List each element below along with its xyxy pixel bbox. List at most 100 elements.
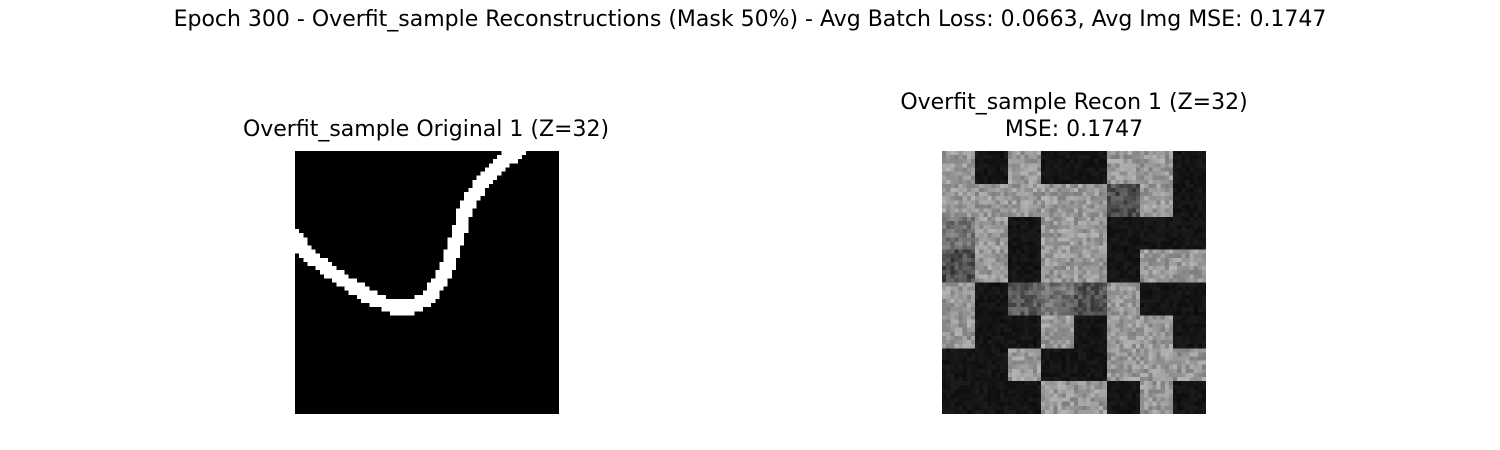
- recon-patch: [1074, 282, 1107, 316]
- original-stroke-pixels: [295, 241, 308, 246]
- original-stroke-pixels: [319, 270, 345, 275]
- original-stroke-pixels: [464, 192, 485, 197]
- recon-patch: [975, 183, 1008, 217]
- original-stroke-pixels: [295, 233, 304, 238]
- recon-patch: [942, 315, 975, 349]
- recon-patch: [1008, 348, 1041, 382]
- original-stroke-pixels: [369, 303, 432, 308]
- recon-patch: [1041, 151, 1074, 184]
- recon-patch: [1140, 183, 1173, 217]
- original-stroke-pixels: [472, 183, 489, 188]
- recon-patch: [1140, 348, 1173, 382]
- recon-patch: [1008, 151, 1041, 184]
- original-stroke-pixels: [336, 282, 366, 287]
- original-stroke-pixels: [443, 249, 460, 254]
- original-stroke-pixels: [488, 163, 510, 168]
- recon-patch: [975, 216, 1008, 250]
- recon-patch: [1041, 216, 1074, 250]
- original-stroke-pixels: [468, 187, 485, 193]
- recon-patch: [1008, 315, 1041, 349]
- original-stroke-pixels: [497, 155, 522, 160]
- recon-patch: [1008, 282, 1041, 316]
- recon-patch: [1107, 151, 1140, 184]
- recon-patch: [1074, 249, 1107, 283]
- original-stroke-pixels: [443, 253, 460, 258]
- recon-patch: [1173, 381, 1206, 414]
- original-stroke-pixels: [356, 294, 386, 299]
- original-stroke-pixels: [484, 167, 506, 172]
- recon-patch: [1041, 183, 1074, 217]
- original-stroke-pixels: [435, 270, 452, 275]
- original-stroke-pixels: [295, 249, 316, 254]
- original-stroke-pixels: [455, 220, 469, 225]
- recon-patch: [1173, 348, 1206, 382]
- original-stroke-pixels: [389, 311, 415, 316]
- original-stroke-pixels: [348, 290, 378, 295]
- reconstruction-image-heatmap: [942, 151, 1206, 414]
- original-stroke-pixels: [455, 208, 473, 213]
- original-stroke-pixels: [427, 282, 448, 287]
- original-stroke-pixels: [295, 229, 300, 234]
- recon-patch: [1173, 183, 1206, 217]
- recon-patch: [1074, 216, 1107, 250]
- original-stroke-pixels: [460, 200, 477, 205]
- recon-patch: [1074, 315, 1107, 349]
- original-stroke-pixels: [295, 237, 308, 242]
- recon-patch: [1173, 249, 1206, 283]
- recon-patch: [1074, 348, 1107, 382]
- recon-patch: [1140, 249, 1173, 283]
- original-stroke-pixels: [439, 266, 456, 271]
- original-stroke-pixels: [447, 237, 465, 242]
- original-stroke-pixels: [323, 274, 349, 279]
- recon-patch: [975, 381, 1008, 414]
- figure-suptitle: Epoch 300 - Overfit_sample Reconstructio…: [173, 7, 1327, 32]
- original-stroke-pixels: [501, 151, 526, 156]
- recon-patch: [942, 249, 975, 283]
- recon-patch: [1107, 282, 1140, 316]
- original-stroke-pixels: [422, 290, 440, 295]
- recon-patch: [1173, 282, 1206, 316]
- recon-patch: [1107, 249, 1140, 283]
- recon-patch: [975, 348, 1008, 382]
- original-stroke-pixels: [435, 274, 452, 279]
- recon-patch: [1008, 183, 1041, 217]
- original-stroke-pixels: [447, 245, 460, 250]
- recon-patch: [975, 315, 1008, 349]
- original-stroke-pixels: [295, 245, 312, 250]
- original-stroke-pixels: [455, 212, 473, 217]
- original-stroke-pixels: [299, 253, 320, 258]
- recon-patch: [975, 249, 1008, 283]
- original-stroke-pixels: [344, 286, 370, 291]
- original-stroke-pixels: [431, 278, 448, 283]
- recon-patch: [1008, 249, 1041, 283]
- recon-patch: [942, 216, 975, 250]
- recon-patch: [1074, 381, 1107, 414]
- recon-patch: [1041, 381, 1074, 414]
- recon-patch: [975, 282, 1008, 316]
- original-stroke-pixels: [460, 204, 477, 209]
- recon-patch: [1173, 151, 1206, 184]
- recon-patch: [1041, 249, 1074, 283]
- recon-patch: [1074, 183, 1107, 217]
- recon-patch: [942, 381, 975, 414]
- recon-patch: [975, 151, 1008, 184]
- original-image-heatmap: [295, 151, 559, 414]
- recon-patch: [1140, 216, 1173, 250]
- original-stroke-pixels: [464, 196, 481, 201]
- original-stroke-pixels: [427, 286, 444, 291]
- recon-patch: [1140, 381, 1173, 414]
- recon-patch: [1107, 348, 1140, 382]
- recon-patch: [1140, 282, 1173, 316]
- recon-patch: [1008, 381, 1041, 414]
- recon-patch: [1041, 348, 1074, 382]
- recon-patch: [942, 183, 975, 217]
- original-stroke-pixels: [455, 216, 469, 221]
- original-stroke-pixels: [493, 159, 518, 164]
- recon-panel-title: Overfit_sample Recon 1 (Z=32) MSE: 0.174…: [824, 89, 1324, 143]
- recon-title-line-1: Overfit_sample Recon 1 (Z=32): [900, 90, 1248, 115]
- original-stroke-pixels: [472, 179, 493, 184]
- original-stroke-pixels: [315, 266, 337, 271]
- original-stroke-pixels: [443, 257, 456, 262]
- original-stroke-pixels: [451, 233, 465, 238]
- original-stroke-pixels: [476, 175, 498, 180]
